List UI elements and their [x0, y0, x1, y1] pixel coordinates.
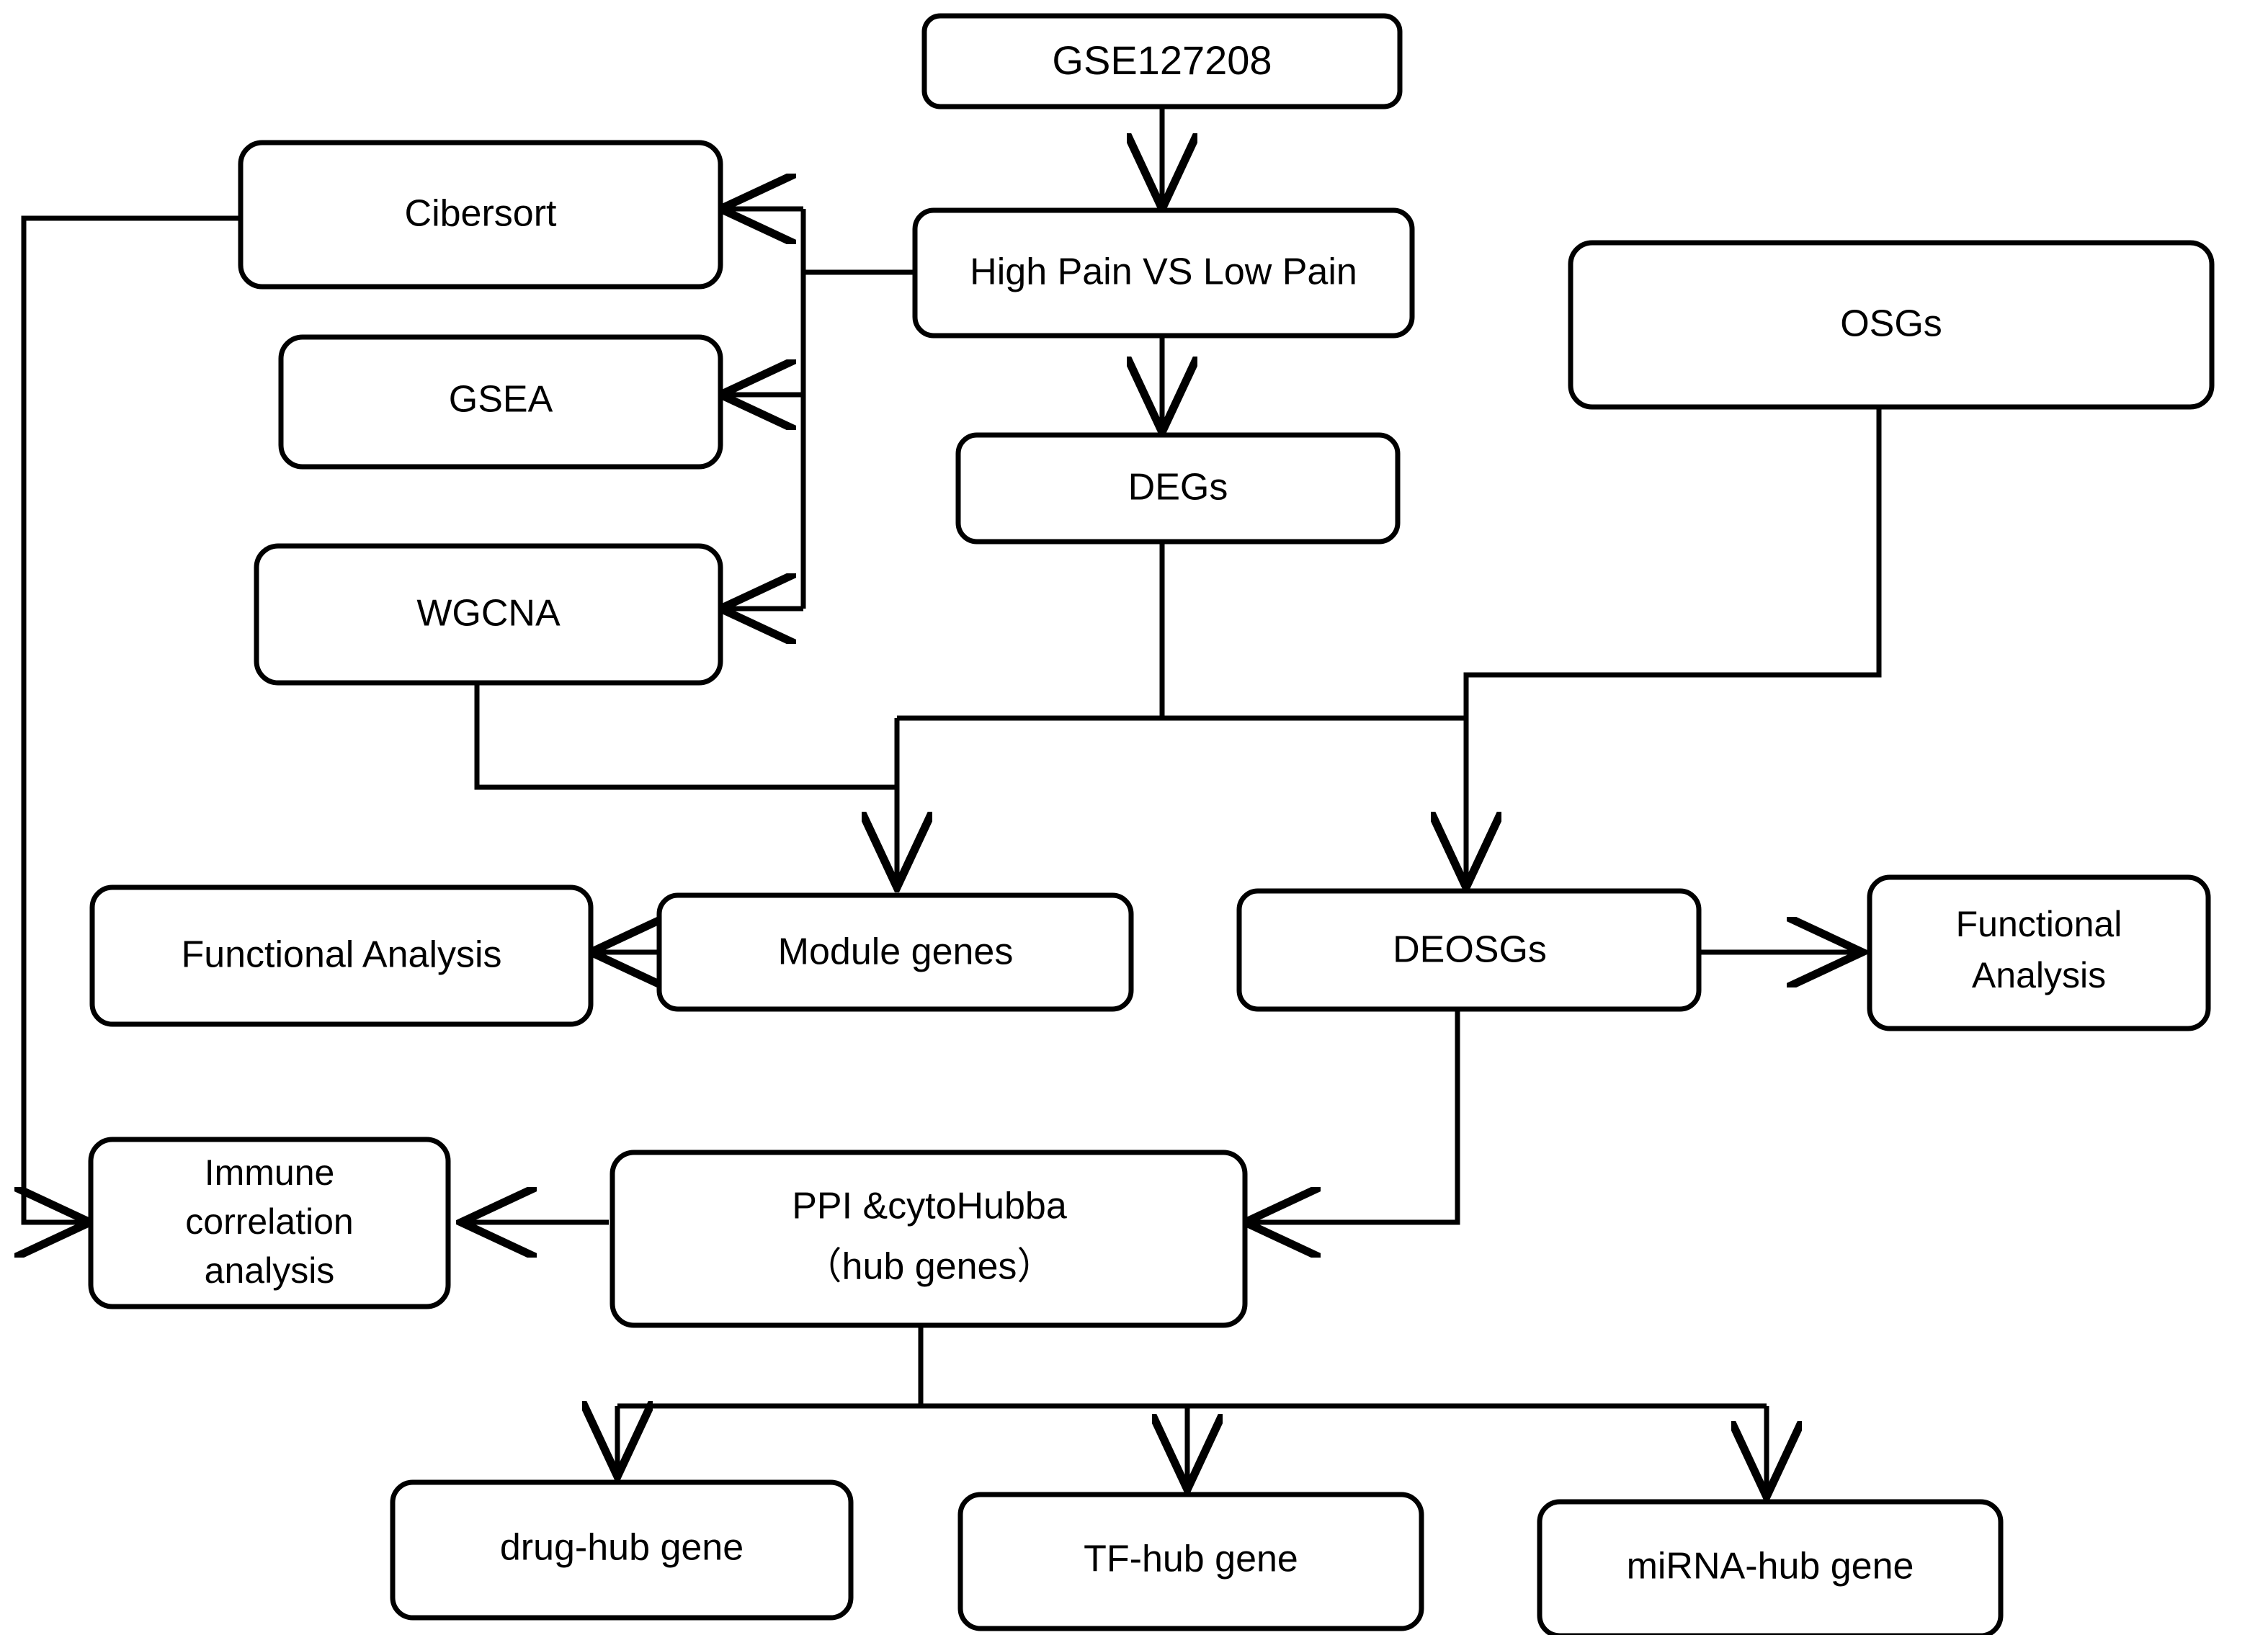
- node-osgs-box[interactable]: [1568, 240, 2215, 410]
- node-module-genes-label: Module genes: [778, 931, 1014, 973]
- node-functional-analysis-right-box[interactable]: [1867, 874, 2211, 1031]
- node-wgcna-box[interactable]: [254, 543, 723, 686]
- node-module-genes-box[interactable]: [656, 892, 1134, 1012]
- node-functional-analysis-right-line1: Functional: [1956, 904, 2122, 944]
- node-comparison-label: High Pain VS Low Pain: [970, 251, 1357, 293]
- node-tf-hub-gene-label: TF-hub gene: [1084, 1538, 1298, 1580]
- node-ppi-cytohubba-line2: （hub genes）: [805, 1246, 1055, 1288]
- node-immune-correlation[interactable]: Immune correlation analysis: [88, 1137, 451, 1309]
- node-gsea-label: GSEA: [449, 379, 553, 421]
- node-immune-correlation-line2: correlation: [185, 1201, 353, 1242]
- node-dataset[interactable]: GSE127208: [921, 13, 1403, 109]
- node-functional-analysis-left-label: Functional Analysis: [181, 934, 501, 976]
- node-functional-analysis-right[interactable]: Functional Analysis: [1867, 874, 2211, 1031]
- node-degs-label: DEGs: [1128, 467, 1228, 509]
- node-comparison[interactable]: High Pain VS Low Pain: [912, 207, 1415, 339]
- node-mirna-hub-gene-label: miRNA-hub gene: [1627, 1546, 1914, 1587]
- node-mirna-hub-gene-box[interactable]: [1537, 1499, 2004, 1635]
- node-module-genes[interactable]: Module genes: [656, 892, 1134, 1012]
- node-degs-box[interactable]: [955, 432, 1401, 545]
- node-gsea-box[interactable]: [278, 334, 723, 470]
- node-deosgs-label: DEOSGs: [1393, 929, 1547, 971]
- connector-layer: [24, 107, 1882, 1497]
- node-immune-correlation-box[interactable]: [88, 1137, 451, 1309]
- node-deosgs[interactable]: DEOSGs: [1236, 888, 1702, 1012]
- node-functional-analysis-left-box[interactable]: [89, 884, 594, 1027]
- node-cibersort-box[interactable]: [238, 140, 723, 290]
- node-deosgs-box[interactable]: [1236, 888, 1702, 1012]
- node-osgs-label: OSGs: [1840, 303, 1942, 345]
- node-tf-hub-gene[interactable]: TF-hub gene: [957, 1492, 1424, 1631]
- node-dataset-box[interactable]: [921, 13, 1403, 109]
- node-comparison-box[interactable]: [912, 207, 1415, 339]
- edge-deosgs-to-ppi: [1245, 1008, 1460, 1222]
- edge-cibersort-to-immune-correlation: [24, 215, 241, 1222]
- node-immune-correlation-line1: Immune: [205, 1152, 335, 1193]
- node-mirna-hub-gene[interactable]: miRNA-hub gene: [1537, 1499, 2004, 1635]
- node-cibersort-label: Cibersort: [405, 193, 557, 235]
- node-tf-hub-gene-box[interactable]: [957, 1492, 1424, 1631]
- node-osgs[interactable]: OSGs: [1568, 240, 2215, 410]
- edge-osgs-to-deosgs: [1466, 407, 1882, 887]
- node-gsea[interactable]: GSEA: [278, 334, 723, 470]
- edge-wgcna-to-module-genes: [474, 683, 897, 887]
- node-drug-hub-gene-box[interactable]: [390, 1479, 854, 1621]
- node-functional-analysis-left[interactable]: Functional Analysis: [89, 884, 594, 1027]
- node-ppi-cytohubba[interactable]: PPI &cytoHubba （hub genes）: [610, 1150, 1248, 1328]
- node-wgcna-label: WGCNA: [416, 593, 561, 635]
- node-degs[interactable]: DEGs: [955, 432, 1401, 545]
- node-ppi-cytohubba-box[interactable]: [610, 1150, 1248, 1328]
- node-cibersort[interactable]: Cibersort: [238, 140, 723, 290]
- node-dataset-label: GSE127208: [1052, 37, 1272, 83]
- node-drug-hub-gene-label: drug-hub gene: [500, 1527, 744, 1569]
- node-ppi-cytohubba-line1: PPI &cytoHubba: [792, 1186, 1067, 1227]
- node-immune-correlation-line3: analysis: [205, 1250, 335, 1291]
- node-wgcna[interactable]: WGCNA: [254, 543, 723, 686]
- node-drug-hub-gene[interactable]: drug-hub gene: [390, 1479, 854, 1621]
- node-functional-analysis-right-line2: Analysis: [1972, 955, 2106, 995]
